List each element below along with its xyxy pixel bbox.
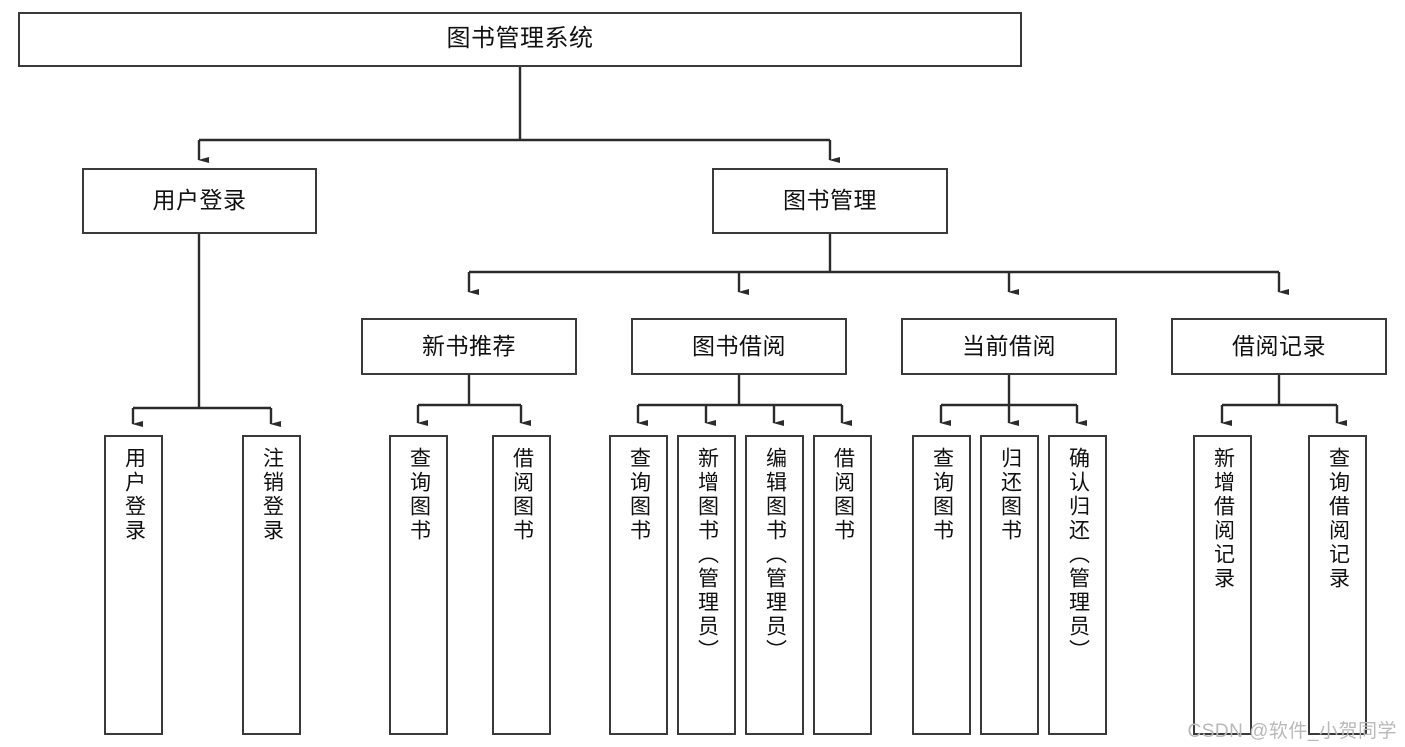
node-book-borrow[interactable]: 图书借阅 xyxy=(631,318,847,375)
leaf-current-confirm-return-admin[interactable]: 确认归还（管理员） xyxy=(1048,435,1107,735)
leaf-recommend-borrow-book[interactable]: 借阅图书 xyxy=(492,435,551,735)
node-label: 注销登录 xyxy=(260,447,284,543)
leaf-current-query-book[interactable]: 查询图书 xyxy=(912,435,971,735)
node-label: 新书推荐 xyxy=(422,332,516,359)
leaf-recommend-query-book[interactable]: 查询图书 xyxy=(389,435,448,735)
leaf-borrow-edit-book-admin[interactable]: 编辑图书（管理员） xyxy=(745,435,804,735)
node-label: 查询借阅记录 xyxy=(1326,447,1350,591)
node-label: 用户登录 xyxy=(152,187,247,214)
leaf-borrow-add-book-admin[interactable]: 新增图书（管理员） xyxy=(677,435,736,735)
node-label: 新增图书（管理员） xyxy=(695,447,719,663)
leaf-current-return-book[interactable]: 归还图书 xyxy=(980,435,1039,735)
node-label: 查询图书 xyxy=(407,447,431,543)
node-label: 图书管理系统 xyxy=(446,25,594,53)
node-label: 确认归还（管理员） xyxy=(1066,447,1090,663)
leaf-borrow-borrow-book[interactable]: 借阅图书 xyxy=(813,435,872,735)
leaf-records-query-record[interactable]: 查询借阅记录 xyxy=(1308,435,1367,735)
node-label: 查询图书 xyxy=(627,447,651,543)
node-label: 图书管理 xyxy=(783,187,877,214)
node-label: 编辑图书（管理员） xyxy=(763,447,787,663)
leaf-user-login-logout[interactable]: 注销登录 xyxy=(242,435,301,735)
node-new-book-recommend[interactable]: 新书推荐 xyxy=(361,318,577,375)
node-root-system[interactable]: 图书管理系统 xyxy=(18,12,1022,67)
node-user-login[interactable]: 用户登录 xyxy=(82,168,317,234)
node-label: 当前借阅 xyxy=(962,332,1056,359)
node-label: 新增借阅记录 xyxy=(1211,447,1235,591)
node-label: 借阅图书 xyxy=(831,447,855,543)
node-label: 归还图书 xyxy=(998,447,1022,543)
node-label: 借阅图书 xyxy=(510,447,534,543)
node-borrow-records[interactable]: 借阅记录 xyxy=(1171,318,1387,375)
node-book-management[interactable]: 图书管理 xyxy=(712,168,948,234)
leaf-borrow-query-book[interactable]: 查询图书 xyxy=(609,435,668,735)
node-label: 借阅记录 xyxy=(1232,332,1326,359)
leaf-user-login-login[interactable]: 用户登录 xyxy=(104,435,163,735)
leaf-records-add-record[interactable]: 新增借阅记录 xyxy=(1193,435,1252,735)
node-current-borrow[interactable]: 当前借阅 xyxy=(901,318,1117,375)
node-label: 查询图书 xyxy=(930,447,954,543)
watermark-text: CSDN @软件_小贺同学 xyxy=(1187,721,1397,742)
node-label: 图书借阅 xyxy=(692,332,786,359)
node-label: 用户登录 xyxy=(122,447,146,543)
